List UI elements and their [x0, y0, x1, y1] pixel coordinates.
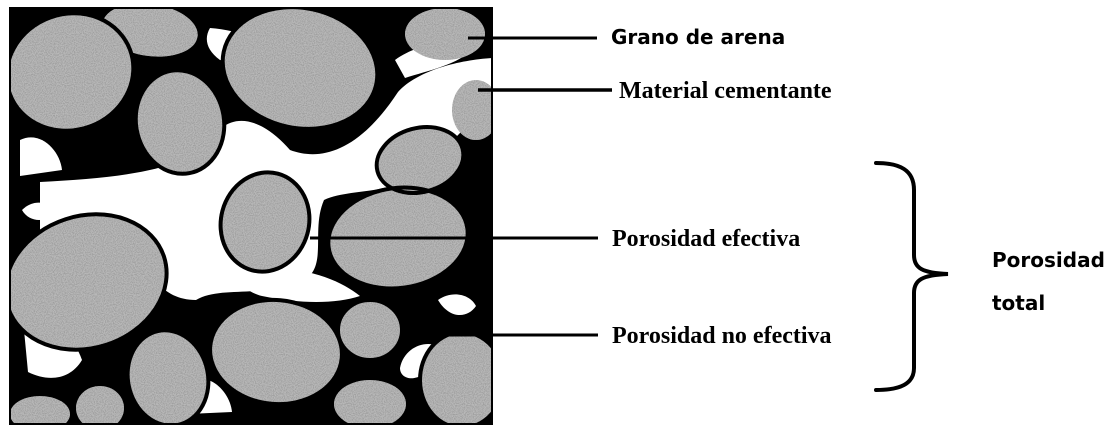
grain-15 [334, 380, 406, 428]
label-cement: Material cementante [619, 79, 832, 103]
grain-4 [405, 8, 485, 60]
label-non-effective-porosity: Porosidad no efectiva [612, 324, 832, 348]
label-total-porosity-line1: Porosidad [992, 250, 1105, 270]
label-effective-porosity: Porosidad efectiva [612, 227, 800, 251]
total-porosity-brace [876, 163, 948, 390]
rock-section [0, 0, 504, 430]
label-total-porosity-line2: total [992, 293, 1045, 313]
label-grain: Grano de arena [611, 27, 785, 47]
